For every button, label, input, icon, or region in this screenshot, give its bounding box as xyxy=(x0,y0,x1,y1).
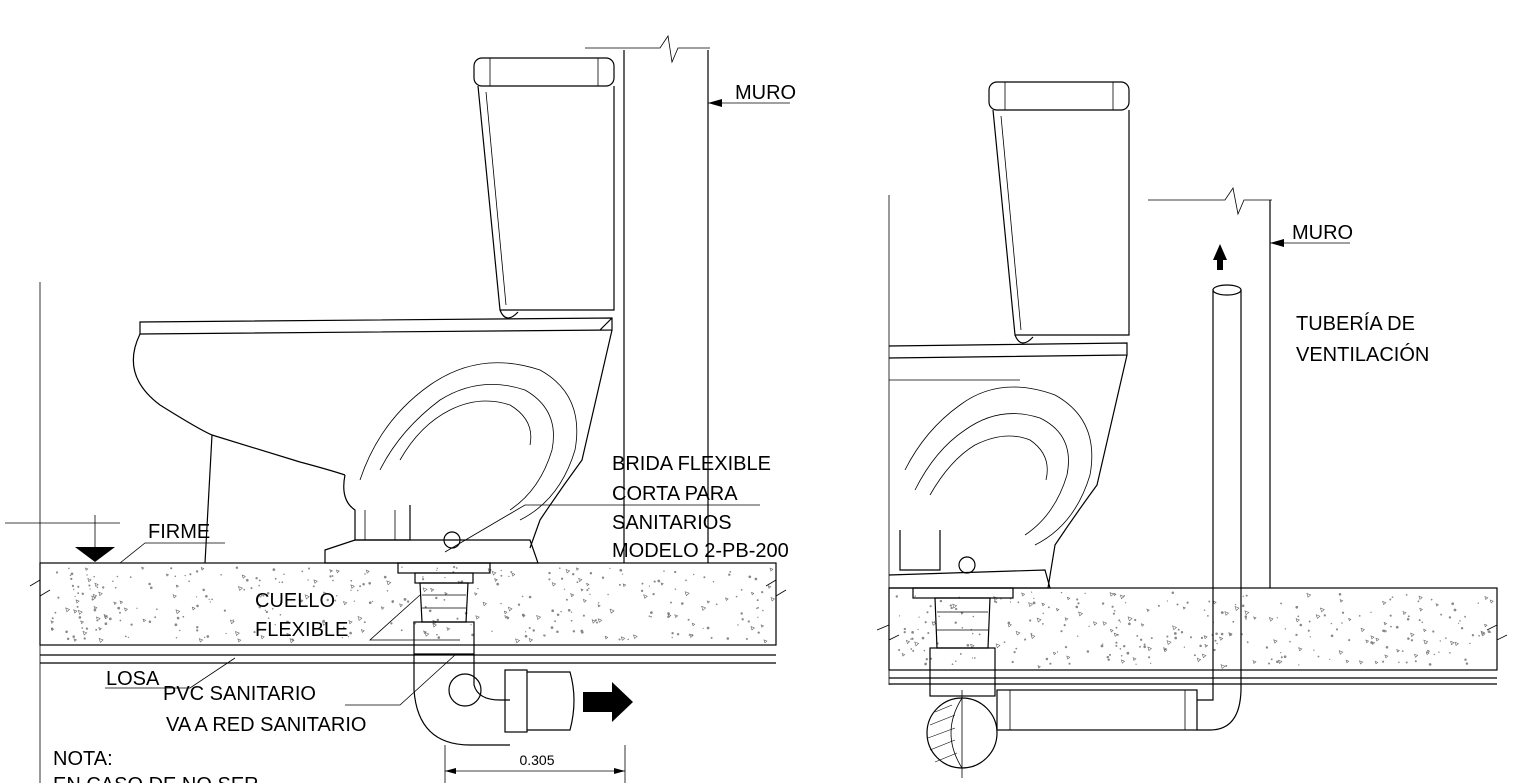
label-losa: LOSA xyxy=(106,668,160,690)
label-cuello-line1: CUELLO xyxy=(255,590,335,612)
label-brida-line1: BRIDA FLEXIBLE xyxy=(612,453,771,475)
level-marker xyxy=(5,515,120,562)
label-tuberia-line1: TUBERÍA DE xyxy=(1296,312,1415,335)
right-wall xyxy=(1148,186,1350,588)
left-wall xyxy=(585,34,790,563)
label-firme: FIRME xyxy=(148,521,210,543)
label-tuberia-line2: VENTILACIÓN xyxy=(1296,343,1429,366)
label-brida-line2: CORTA PARA xyxy=(612,483,738,505)
right-drain-assembly xyxy=(912,244,1242,778)
right-concrete-slab xyxy=(876,587,1508,685)
right-detail xyxy=(876,81,1508,778)
label-nota: NOTA: xyxy=(53,748,113,770)
right-toilet-tank xyxy=(988,81,1130,344)
leader-lines xyxy=(105,504,760,706)
left-toilet-bowl xyxy=(132,317,613,564)
dimension-line xyxy=(444,745,626,783)
flow-arrow-icon xyxy=(583,682,633,722)
left-detail xyxy=(5,34,790,783)
label-nota-text: EN CASO DE NO SER xyxy=(53,774,259,783)
label-cuello-line2: FLEXIBLE xyxy=(255,619,348,641)
right-toilet-bowl xyxy=(888,342,1128,589)
dimension-value: 0.305 xyxy=(519,752,554,768)
left-concrete-slab xyxy=(29,562,787,664)
label-pvc-line1: PVC SANITARIO xyxy=(163,683,316,705)
label-brida-line4: MODELO 2-PB-200 xyxy=(612,540,789,562)
vent-up-arrow-icon xyxy=(1213,244,1227,270)
label-pvc-line2: VA A RED SANITARIO xyxy=(166,714,366,736)
label-muro-left: MURO xyxy=(735,82,796,104)
left-toilet-tank xyxy=(473,57,615,319)
left-drain-assembly xyxy=(397,562,633,746)
label-brida-line3: SANITARIOS xyxy=(612,512,732,534)
label-muro-right: MURO xyxy=(1292,222,1353,244)
